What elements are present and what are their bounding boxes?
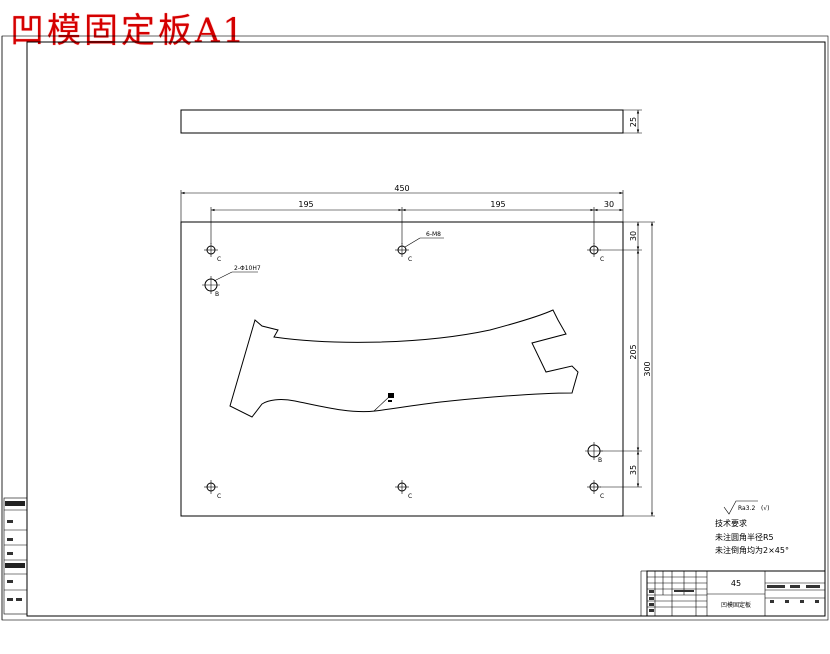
- pin-mark-2: B: [598, 457, 602, 464]
- hole-mark-3: C: [600, 256, 604, 263]
- hole-mark-5: C: [408, 493, 412, 500]
- dim-chain-right: 30 205 35: [629, 222, 640, 487]
- pin-holes: B B: [202, 276, 603, 464]
- dim-overall-width-text: 450: [394, 184, 409, 193]
- dim-edge-top-text: 30: [629, 231, 638, 241]
- hole-mark-1: C: [217, 256, 221, 263]
- dim-overall-height-text: 300: [643, 361, 652, 376]
- dim-thickness: 25: [623, 109, 642, 134]
- dim-thickness-text: 25: [629, 117, 638, 127]
- hole-mark-6: C: [600, 493, 604, 500]
- hole-mark-4: C: [217, 493, 221, 500]
- callout-pin: 2-Φ10H7: [213, 265, 261, 282]
- sheet-outer-border: [1, 35, 829, 621]
- notes-line-2: 未注倒角均为2×45°: [715, 545, 789, 555]
- hole-c-4: [204, 480, 218, 494]
- hole-c-2: [395, 243, 409, 257]
- callout-pin-text: 2-Φ10H7: [234, 265, 261, 272]
- dim-hole-span-text: 205: [629, 344, 638, 359]
- pin-mark-1: B: [215, 291, 219, 298]
- hole-mark-2: C: [408, 256, 412, 263]
- title-block-material: 45: [731, 579, 741, 588]
- roughness-value: Ra3.2: [738, 505, 755, 512]
- notes-line-1: 未注圆角半径R5: [715, 532, 774, 542]
- die-cavity-profile: [229, 309, 579, 418]
- dim-pitch-right-text: 195: [490, 200, 505, 209]
- threaded-holes: C C C C C C: [204, 243, 604, 500]
- hole-c-1: [204, 243, 218, 257]
- roughness-suffix: (√): [761, 505, 770, 512]
- dim-overall-height: 300: [643, 222, 654, 516]
- callout-thread: 6-M8: [404, 231, 444, 248]
- dim-chain-top: 195 195 30: [211, 200, 623, 212]
- side-view: [180, 109, 624, 134]
- left-margin-blocks: [3, 497, 28, 615]
- pin-hole-1: [202, 276, 220, 294]
- dim-edge-bottom-text: 35: [629, 465, 638, 475]
- dim-overall-width: 450: [181, 184, 623, 195]
- title-block-part-name: 凹模固定板: [721, 601, 751, 609]
- notes-heading: 技术要求: [715, 518, 747, 528]
- profile-leader: [373, 393, 394, 412]
- hole-c-3: [587, 243, 601, 257]
- dim-pitch-left-text: 195: [298, 200, 313, 209]
- sheet-inner-border: [26, 41, 826, 617]
- callout-thread-text: 6-M8: [426, 231, 441, 238]
- hole-c-5: [395, 480, 409, 494]
- title-block: 45 凹模固定板: [640, 570, 826, 617]
- hole-c-6: [587, 480, 601, 494]
- dim-edge-x-text: 30: [604, 200, 614, 209]
- roughness-symbol: Ra3.2 (√): [723, 500, 770, 515]
- pin-hole-2: [585, 442, 603, 460]
